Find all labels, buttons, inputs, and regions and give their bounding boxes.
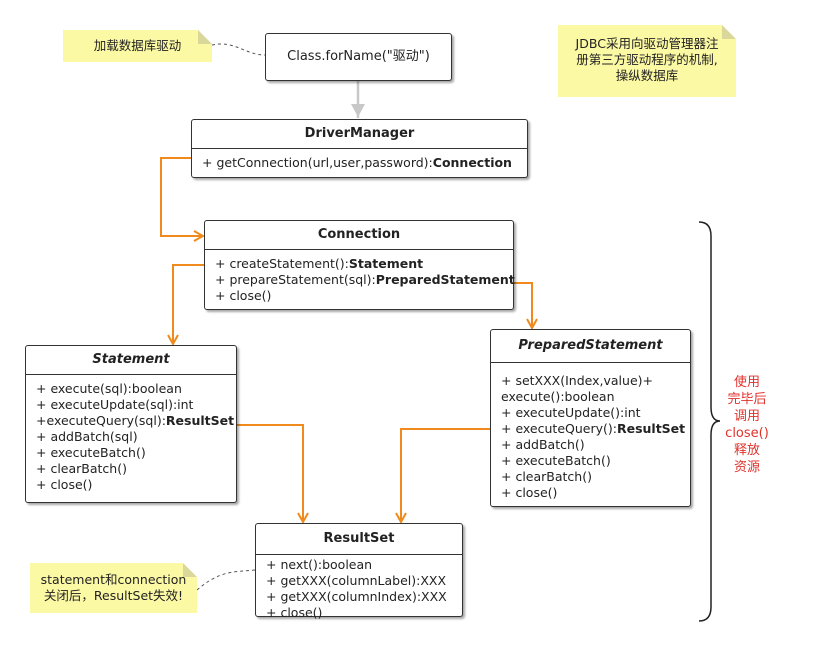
statement-method: +executeQuery(sql):ResultSet [36, 413, 235, 428]
brace-label-line: 使用 [733, 375, 760, 390]
resultset-title: ResultSet [256, 524, 462, 555]
drivermanager-method: + getConnection(url,user,password):Conne… [202, 155, 512, 170]
connection-to-statement-arrow [173, 264, 204, 343]
brace-label-line: 资源 [733, 460, 760, 475]
connection-method: + prepareStatement(sql):PreparedStatemen… [215, 272, 515, 287]
load-driver-note-connector [211, 43, 266, 56]
forname-arrowhead [351, 104, 365, 117]
resultset-method: + getXXX(columnLabel):XXX [266, 573, 447, 588]
connection-method: + close() [215, 288, 272, 303]
resultset-note-connector [196, 569, 256, 591]
preparedstatement-method: + setXXX(Index,value)+ [501, 373, 653, 388]
connection-class[interactable]: Connection + createStatement():Statement… [204, 220, 515, 310]
class-forname-label: Class.forName("驱动") [287, 49, 430, 64]
brace-label-line: 完毕后 [727, 392, 767, 407]
jdbc-intro-line-1: JDBC采用向驱动管理器注 [575, 36, 719, 51]
statement-method: + close() [36, 477, 93, 492]
preparedstatement-method: + executeBatch() [501, 453, 611, 468]
preparedstatement-method: + executeUpdate():int [501, 405, 641, 420]
preparedstatement-class[interactable]: PreparedStatement + setXXX(Index,value)+… [490, 329, 691, 507]
resultset-invalid-note: statement和connection 关闭后，ResultSet失效! [30, 563, 197, 613]
drivermanager-title: DriverManager [192, 120, 527, 149]
preparedstatement-to-resultset-arrow [401, 428, 490, 521]
jdbc-intro-line-2: 册第三方驱动程序的机制, [576, 52, 718, 67]
statement-class[interactable]: Statement + execute(sql):boolean + execu… [25, 345, 237, 503]
resultset-method: + close() [266, 605, 323, 620]
load-driver-note-text: 加载数据库驱动 [93, 38, 182, 53]
resultset-method: + getXXX(columnIndex):XXX [266, 589, 447, 604]
drivermanager-class[interactable]: DriverManager + getConnection(url,user,p… [191, 119, 528, 178]
preparedstatement-method: + executeQuery():ResultSet [501, 421, 686, 436]
statement-method: + execute(sql):boolean [36, 381, 182, 396]
resultset-class[interactable]: ResultSet + next():boolean + getXXX(colu… [255, 523, 463, 620]
statement-method: + clearBatch() [36, 461, 127, 476]
statement-method: + addBatch(sql) [36, 429, 138, 444]
right-brace [698, 221, 721, 622]
preparedstatement-method: execute():boolean [501, 389, 615, 404]
jdbc-intro-note: JDBC采用向驱动管理器注 册第三方驱动程序的机制, 操纵数据库 [558, 25, 736, 97]
preparedstatement-title: PreparedStatement [491, 330, 690, 363]
statement-to-resultset-arrow [237, 424, 303, 521]
brace-label-line: 释放 [733, 443, 760, 458]
resultset-method: + next():boolean [266, 557, 373, 572]
connection-method: + createStatement():Statement [215, 256, 424, 271]
connection-title: Connection [205, 221, 513, 250]
close-resources-label: 使用 完毕后 调用 close() 释放 资源 [722, 374, 772, 476]
brace-label-line: close() [725, 426, 769, 441]
brace-label-line: 调用 [733, 409, 760, 424]
drivermanager-to-connection-arrow [160, 157, 202, 236]
load-driver-note: 加载数据库驱动 [63, 30, 212, 62]
statement-method: + executeBatch() [36, 445, 146, 460]
jdbc-intro-line-3: 操纵数据库 [615, 68, 679, 83]
connection-to-preparedstatement-arrow [514, 282, 532, 327]
resultset-note-line-1: statement和connection [40, 572, 187, 587]
statement-title: Statement [26, 346, 236, 375]
statement-method: + executeUpdate(sql):int [36, 397, 194, 412]
preparedstatement-method: + close() [501, 485, 558, 500]
class-forname-box[interactable]: Class.forName("驱动") [265, 33, 452, 81]
resultset-note-line-2: 关闭后，ResultSet失效! [43, 588, 184, 603]
preparedstatement-method: + addBatch() [501, 437, 585, 452]
preparedstatement-method: + clearBatch() [501, 469, 592, 484]
